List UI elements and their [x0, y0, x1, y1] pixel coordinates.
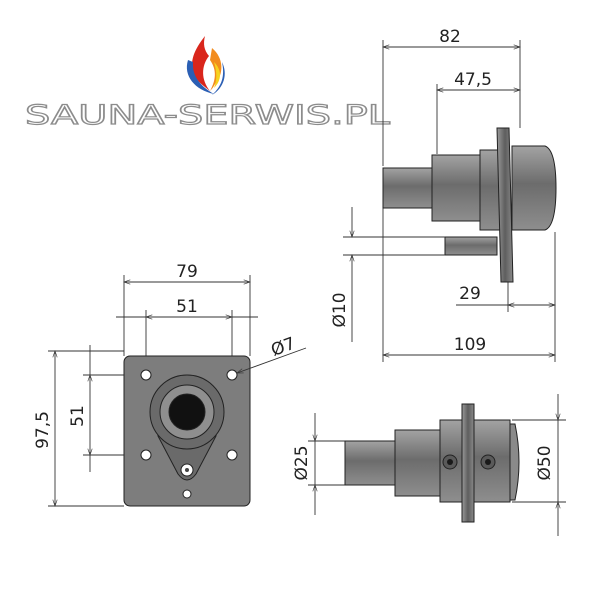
front-view: 79 51 Ø7 97,5 51	[33, 262, 307, 506]
boss-bore	[168, 393, 206, 431]
dimension-label: 79	[176, 262, 198, 282]
dimension-label: 97,5	[33, 411, 53, 449]
dimension-label: 47,5	[454, 70, 492, 90]
dimension-label: Ø7	[268, 334, 298, 361]
flame-icon	[186, 36, 225, 95]
mounting-hole	[140, 449, 152, 461]
cap	[511, 145, 557, 231]
logo: SAUNA-SERWIS.PL	[24, 36, 391, 132]
shaft	[344, 440, 398, 486]
top-view: Ø25 Ø50	[292, 394, 566, 536]
housing	[431, 154, 483, 222]
cap	[509, 423, 520, 501]
dimension-label: Ø10	[330, 292, 350, 327]
screw-head	[447, 459, 453, 465]
pin	[444, 236, 498, 256]
dimension-label: 51	[176, 297, 198, 317]
lobe	[157, 435, 217, 481]
dimension-label: 29	[459, 284, 481, 304]
dimension-label: 109	[454, 335, 486, 355]
lobe-hole-center	[185, 468, 189, 472]
housing	[394, 429, 443, 497]
mounting-hole	[140, 369, 152, 381]
dimension-label: Ø25	[292, 445, 312, 480]
logo-text: SAUNA-SERWIS.PL	[25, 100, 390, 131]
leader-line	[237, 347, 307, 374]
mounting-hole	[226, 449, 238, 461]
shaft	[382, 167, 434, 209]
dimension-label: 51	[68, 405, 88, 427]
mounting-hole	[226, 369, 238, 381]
dimension-label: 82	[439, 27, 461, 47]
side-view: 82 47,5 Ø10 29 109	[330, 27, 557, 362]
screw-head	[485, 459, 491, 465]
flange-plate	[461, 403, 475, 523]
flange-plate	[496, 127, 514, 283]
mounting-hole	[182, 489, 192, 499]
dimension-label: Ø50	[535, 445, 555, 480]
